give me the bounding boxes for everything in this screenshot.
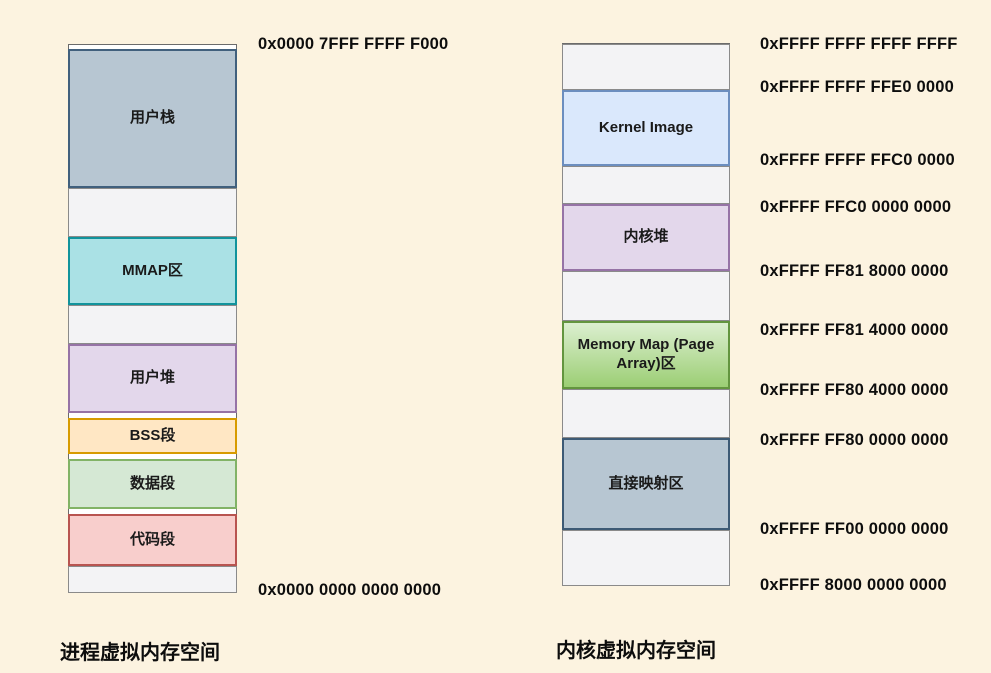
segment-label: 用户栈 [129,109,175,127]
segment-label: MMAP区 [122,261,183,279]
memory-segment: 用户栈 [68,49,237,188]
address-label: 0xFFFF FFFF FFC0 0000 [760,151,955,169]
kernel-memory-column: Kernel Image 内核堆 Memory Map (Page Array)区直… [562,43,730,586]
memory-gap-segment [562,44,730,90]
process-memory-column: 用户栈 MMAP区用户堆 BSS段数据段代码段 [68,44,237,593]
memory-gap-segment [68,566,237,593]
address-label: 0xFFFF FF81 4000 0000 [760,321,949,339]
address-label: 0xFFFF FF81 8000 0000 [760,262,949,280]
address-label: 0xFFFF FFFF FFE0 0000 [760,78,954,96]
address-label: 0xFFFF 8000 0000 0000 [760,576,947,594]
segment-label: 代码段 [129,530,175,548]
address-label: 0xFFFF FF80 4000 0000 [760,381,949,399]
address-label: 0x0000 0000 0000 0000 [258,581,442,599]
memory-gap-segment [562,166,730,204]
memory-gap-segment [562,271,730,321]
memory-segment: Memory Map (Page Array)区 [562,321,730,389]
memory-segment: 用户堆 [68,344,237,413]
memory-segment: 数据段 [68,459,237,509]
address-label: 0xFFFF FFFF FFFF FFFF [760,35,958,53]
segment-label: 内核堆 [623,228,669,246]
memory-gap-segment [562,530,730,586]
memory-segment: MMAP区 [68,237,237,305]
address-label: 0xFFFF FF00 0000 0000 [760,520,949,538]
memory-segment: 内核堆 [562,204,730,271]
segment-label: BSS段 [129,426,176,444]
address-label: 0xFFFF FF80 0000 0000 [760,431,949,449]
memory-gap-segment [68,305,237,344]
memory-segment: 代码段 [68,514,237,566]
segment-label: Kernel Image [598,118,694,136]
address-label: 0x0000 7FFF FFFF F000 [258,35,449,53]
address-label: 0xFFFF FFC0 0000 0000 [760,198,952,216]
memory-segment: BSS段 [68,418,237,454]
memory-segment: Kernel Image [562,90,730,166]
process-memory-title: 进程虚拟内存空间 [60,642,220,664]
memory-gap-segment [68,188,237,237]
kernel-memory-title: 内核虚拟内存空间 [556,640,716,662]
segment-label: 数据段 [129,474,175,492]
segment-label: Memory Map (Page Array)区 [577,336,715,372]
memory-segment: 直接映射区 [562,438,730,530]
segment-label: 用户堆 [129,369,175,387]
memory-gap-segment [562,389,730,438]
segment-label: 直接映射区 [608,474,684,492]
